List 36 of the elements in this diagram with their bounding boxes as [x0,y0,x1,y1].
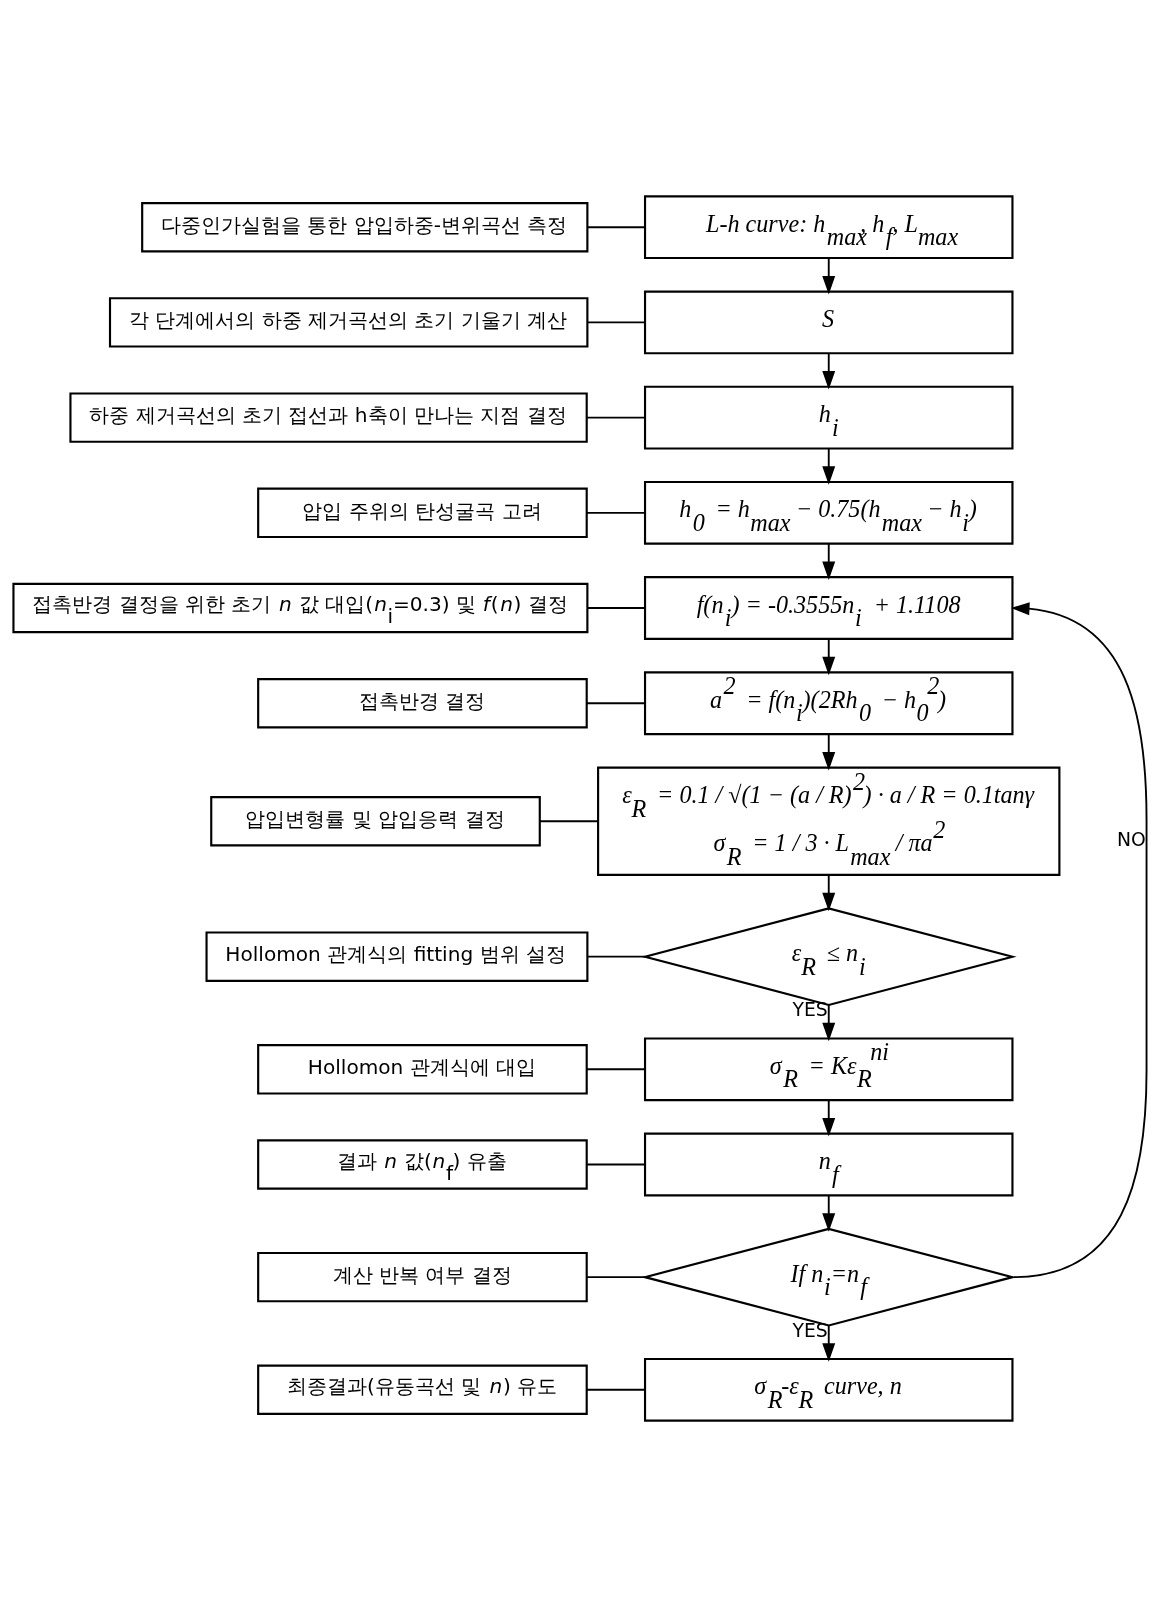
connector [585,1068,646,1071]
node-box: S [643,290,1014,355]
connector [586,321,646,324]
node-box: 압입변형률 및 압입응력 결정 [210,796,541,847]
connector [586,226,646,229]
arrow [822,1004,836,1042]
arrow [822,542,836,581]
connector [539,820,599,823]
arrow [822,447,836,485]
arrow [822,1099,836,1137]
connector [585,1388,646,1391]
connector [585,1163,646,1166]
connector [586,416,646,419]
arrow [822,1324,836,1362]
arrow [822,352,836,390]
connector [585,702,646,705]
arrow [822,873,836,912]
arrow [822,637,836,676]
arrow [822,1194,836,1232]
node-box: Hollomon 관계식의 fitting 범위 설정 [205,931,589,982]
arrow [822,257,836,295]
edge-label: NO [1117,829,1146,851]
connector [585,1276,646,1279]
connector [586,607,646,609]
node-box: 최종결과(유동곡선 및 n) 유도 [257,1364,588,1415]
node-box: 하중 제거곡선의 초기 접선과 h축이 만나는 지점 결정 [69,392,588,443]
node-box: 접촉반경 결정 [257,678,588,729]
node-box: 계산 반복 여부 결정 [257,1251,588,1303]
node-box: Hollomon 관계식에 대입 [257,1044,588,1095]
connector [585,511,646,514]
node-box: 다중인가실험을 통한 압입하중-변위곡선 측정 [141,202,589,253]
node-box: 각 단계에서의 하중 제거곡선의 초기 기울기 계산 [108,297,589,348]
arrow [1010,602,1148,1279]
arrow [822,733,836,771]
node-box: 압입 주위의 탄성굴곡 고려 [257,487,588,539]
connector [586,955,646,958]
